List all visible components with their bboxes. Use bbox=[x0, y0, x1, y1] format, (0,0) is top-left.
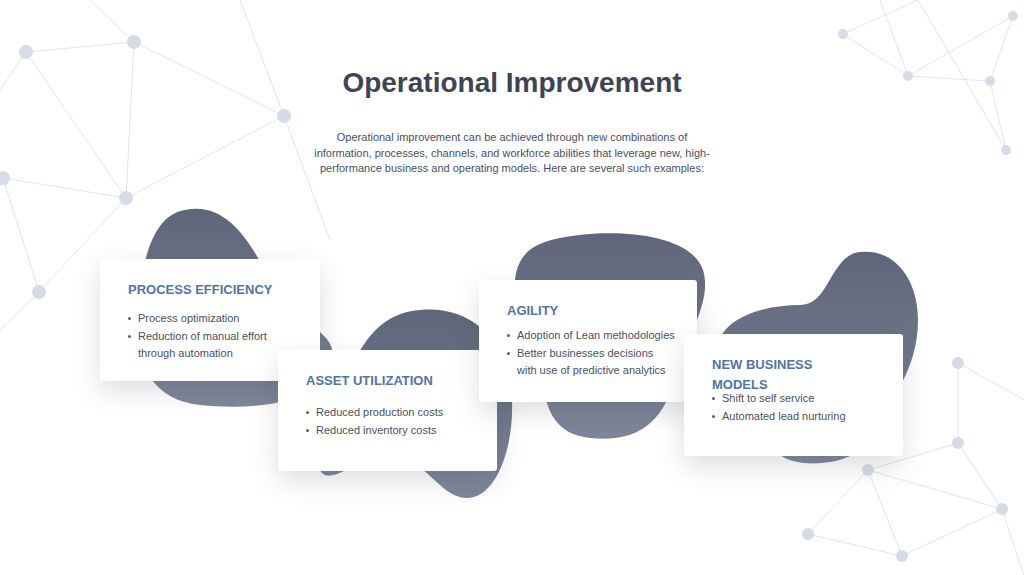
bullet-item: Reduction of manual effort through autom… bbox=[128, 328, 288, 363]
network-node bbox=[19, 45, 33, 59]
network-node bbox=[952, 437, 964, 449]
network-line bbox=[126, 42, 134, 198]
network-line bbox=[868, 470, 902, 556]
network-node bbox=[952, 357, 964, 369]
network-line bbox=[126, 116, 284, 198]
bullet-dot bbox=[507, 334, 510, 337]
slide-title: Operational Improvement bbox=[212, 66, 812, 100]
bullet-text: Automated lead nurturing bbox=[722, 410, 846, 422]
bullet-dot bbox=[507, 352, 510, 355]
bullet-item: Better businesses decisions with use of … bbox=[507, 345, 675, 380]
network-node bbox=[32, 285, 46, 299]
network-node bbox=[0, 171, 10, 185]
network-line bbox=[90, 0, 134, 42]
network-line bbox=[284, 116, 330, 240]
network-line bbox=[240, 0, 284, 116]
network-line bbox=[902, 509, 1002, 556]
network-line bbox=[26, 52, 126, 198]
network-line bbox=[868, 470, 1002, 509]
network-line bbox=[990, 16, 1013, 81]
network-line bbox=[3, 178, 39, 292]
info-card: NEW BUSINESS MODELSShift to self service… bbox=[684, 334, 903, 456]
bullet-item: Reduced production costs bbox=[306, 404, 506, 422]
network-line bbox=[1002, 509, 1024, 575]
bullet-text: Process optimization bbox=[138, 312, 240, 324]
network-line bbox=[908, 76, 990, 81]
bullet-text: Better businesses decisions with use of … bbox=[517, 347, 666, 377]
network-line bbox=[843, 0, 918, 34]
network-line bbox=[880, 0, 908, 76]
network-node bbox=[119, 191, 133, 205]
network-node bbox=[1001, 145, 1011, 155]
card-heading: NEW BUSINESS MODELS bbox=[712, 355, 827, 395]
bullet-item: Adoption of Lean methodologies bbox=[507, 327, 675, 345]
network-line bbox=[3, 178, 126, 198]
network-line bbox=[808, 470, 868, 534]
bullet-dot bbox=[128, 317, 131, 320]
network-line bbox=[908, 16, 1013, 76]
network-line bbox=[958, 443, 1002, 509]
network-line bbox=[958, 363, 959, 443]
network-node bbox=[1008, 11, 1018, 21]
bullet-item: Automated lead nurturing bbox=[712, 408, 902, 426]
network-line bbox=[918, 0, 1006, 150]
card-heading: AGILITY bbox=[507, 301, 707, 321]
bullet-item: Process optimization bbox=[128, 310, 288, 328]
bullet-dot bbox=[128, 335, 131, 338]
bullet-text: Shift to self service bbox=[722, 392, 814, 404]
bullet-dot bbox=[306, 429, 309, 432]
network-node bbox=[862, 464, 874, 476]
bullet-text: Reduced inventory costs bbox=[316, 424, 436, 436]
network-line bbox=[0, 292, 39, 330]
network-node bbox=[802, 528, 814, 540]
network-line bbox=[958, 363, 1024, 400]
network-node bbox=[277, 109, 291, 123]
network-node bbox=[127, 35, 141, 49]
network-node bbox=[996, 503, 1008, 515]
card-heading: ASSET UTILIZATION bbox=[306, 371, 506, 391]
network-line bbox=[26, 42, 134, 52]
network-line bbox=[990, 81, 1006, 150]
network-node bbox=[838, 29, 848, 39]
network-line bbox=[843, 34, 908, 76]
bullet-dot bbox=[712, 397, 715, 400]
bullet-dot bbox=[306, 411, 309, 414]
bullet-item: Shift to self service bbox=[712, 390, 902, 408]
info-card: AGILITYAdoption of Lean methodologiesBet… bbox=[479, 280, 697, 402]
info-card: ASSET UTILIZATIONReduced production cost… bbox=[278, 350, 497, 471]
bullet-text: Reduced production costs bbox=[316, 406, 443, 418]
network-line bbox=[808, 534, 902, 556]
intro-caption: Operational improvement can be achieved … bbox=[312, 130, 712, 177]
bullet-dot bbox=[712, 415, 715, 418]
bullet-text: Reduction of manual effort through autom… bbox=[138, 330, 267, 360]
card-heading: PROCESS EFFICIENCY bbox=[128, 280, 328, 300]
bullet-text: Adoption of Lean methodologies bbox=[517, 329, 675, 341]
bullet-item: Reduced inventory costs bbox=[306, 422, 506, 440]
network-line bbox=[134, 42, 284, 116]
network-node bbox=[896, 550, 908, 562]
network-node bbox=[985, 76, 995, 86]
network-node bbox=[903, 71, 913, 81]
